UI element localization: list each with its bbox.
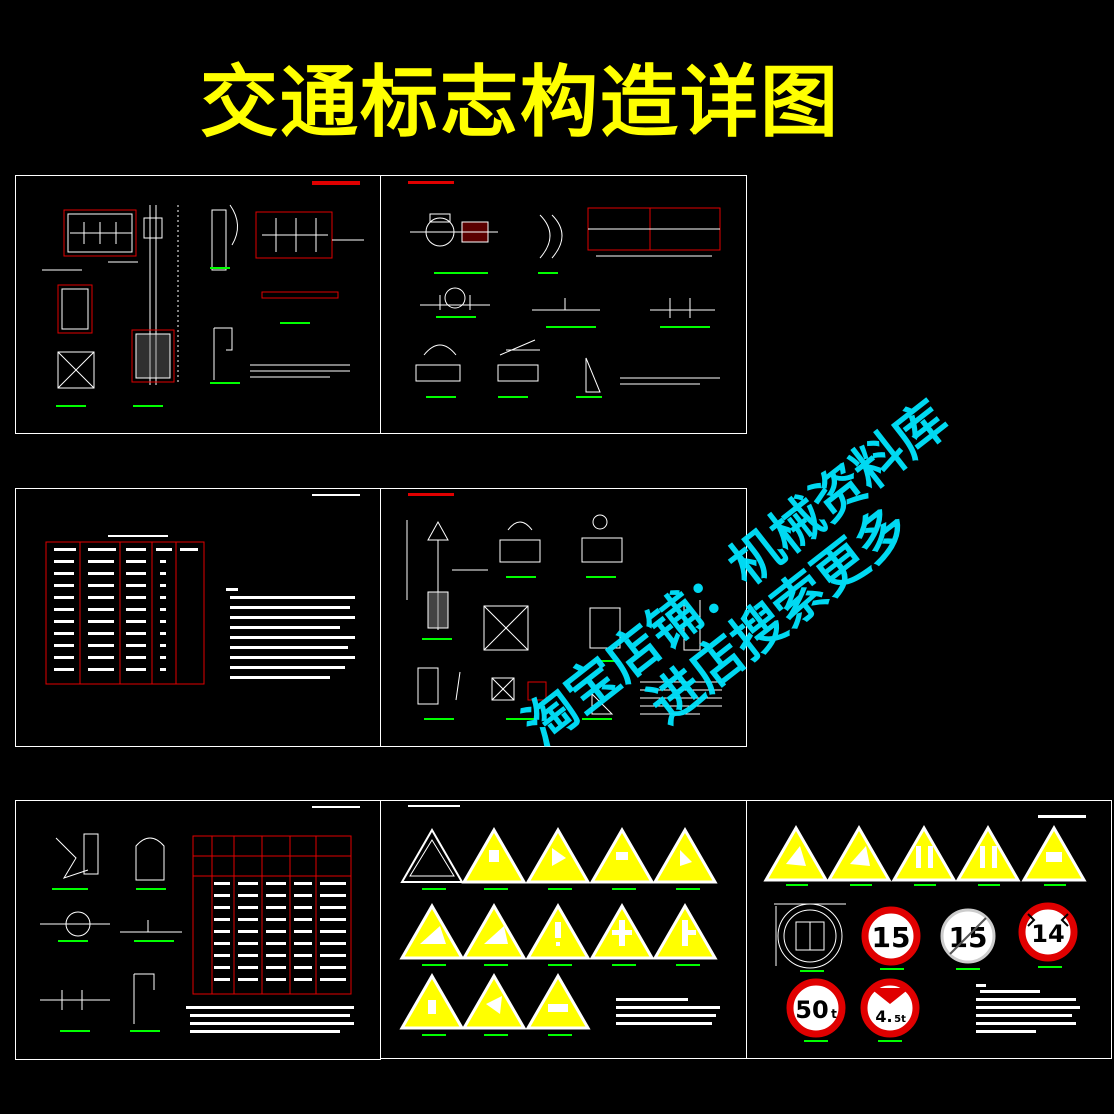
sheet-4 bbox=[380, 488, 747, 747]
warning-sign bbox=[956, 826, 1020, 882]
speed-limit-sign: 15 bbox=[861, 906, 921, 966]
height-limit-value: 14 bbox=[1031, 920, 1064, 948]
speed-limit-value: 15 bbox=[872, 921, 911, 954]
sign-symbols bbox=[420, 848, 696, 1014]
sheet-7-notes bbox=[976, 984, 1080, 1033]
sign-plate-detail bbox=[774, 903, 846, 969]
weight-limit-value: 50 bbox=[795, 996, 828, 1024]
sheet-5-green-labels bbox=[52, 888, 174, 1032]
sheet-2-drawings bbox=[408, 181, 721, 393]
sheet-6-signs bbox=[400, 805, 720, 1036]
table-rows bbox=[54, 548, 198, 671]
sheet-7-green-labels bbox=[786, 884, 1066, 1042]
sheet-1-drawings bbox=[42, 181, 364, 389]
weight-limit-unit: t bbox=[831, 1007, 837, 1021]
sheet-6-green-labels bbox=[422, 888, 700, 1036]
sheet-1-green-labels bbox=[56, 267, 310, 407]
axle-load-value: 4. bbox=[875, 1007, 892, 1026]
warning-sign bbox=[400, 904, 464, 960]
sheet-5-table-fill bbox=[186, 882, 354, 1033]
sheet-7-signs: 15 15 14 50 t 4. 5t bbox=[764, 815, 1086, 1042]
warning-sign bbox=[526, 974, 590, 1030]
speed-limit-end-sign: 15 bbox=[940, 908, 996, 964]
sheet-4-green-labels bbox=[422, 576, 620, 720]
height-limit-sign: 14 bbox=[1018, 902, 1078, 962]
sheet-6-notes bbox=[616, 998, 720, 1025]
warning-triangle-outline bbox=[400, 827, 464, 883]
warning-sign bbox=[892, 826, 956, 882]
sheet-5-drawings bbox=[40, 806, 360, 1024]
sheet-7 bbox=[746, 800, 1112, 1059]
sheet-2-green-labels bbox=[426, 272, 710, 398]
sheet-3-drawings bbox=[45, 494, 360, 685]
sheet-4-drawings bbox=[406, 493, 722, 715]
page-title: 交通标志构造详图 bbox=[199, 58, 840, 148]
warning-sign bbox=[462, 904, 526, 960]
weight-limit-sign: 50 t bbox=[786, 978, 846, 1038]
axle-load-limit-sign: 4. 5t bbox=[860, 978, 920, 1038]
sheet-2 bbox=[380, 175, 747, 434]
axle-load-unit: 5t bbox=[894, 1014, 906, 1025]
sheet-3-notes bbox=[226, 588, 355, 679]
